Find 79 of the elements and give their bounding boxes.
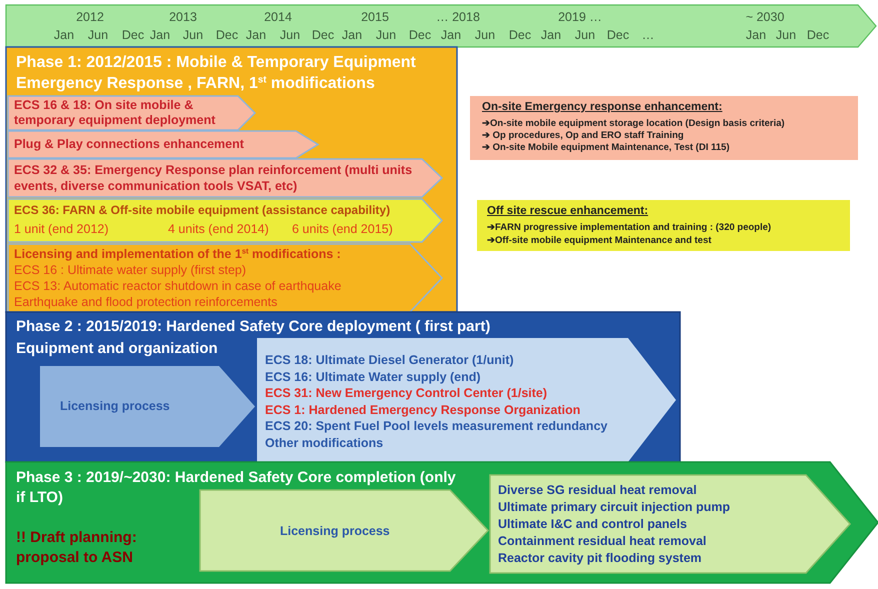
- phase-title: Phase 2 : 2015/2019: Hardened Safety Core deployment ( first part): [16, 317, 492, 337]
- item-text: Containment residual heat removal: [498, 533, 706, 549]
- item-text: ECS 32 & 35: Emergency Response plan reinforcement (multi units events, diverse communication tools VSAT, etc): [14, 162, 414, 194]
- note-text: ➔ Op procedures, Op and ERO staff Training: [482, 130, 684, 142]
- item-text: Ultimate I&C and control panels: [498, 516, 687, 532]
- note-box: [470, 96, 858, 160]
- phase-panel: [6, 462, 878, 583]
- month-label: Jun: [280, 28, 300, 42]
- phase-panel: [6, 312, 680, 462]
- chevron-box: [8, 244, 442, 312]
- item-text: ECS 18: Ultimate Diesel Generator (1/unit): [265, 352, 514, 368]
- chevron-box: [8, 131, 318, 158]
- month-label: Jun: [376, 28, 396, 42]
- month-label: Jun: [182, 28, 204, 42]
- note-text: ➔On-site mobile equipment storage location (Design basis criteria): [482, 118, 785, 130]
- chevron-box: [8, 199, 442, 242]
- month-label: Jun: [88, 28, 108, 42]
- item-text: Diverse SG residual heat removal: [498, 482, 697, 498]
- phase-title: Phase 3 : 2019/~2030: Hardened Safety Core completion (only if LTO): [16, 468, 456, 508]
- month-label: Jan: [746, 28, 766, 42]
- month-label: Jun: [776, 28, 796, 42]
- phase-title: Phase 1: 2012/2015 : Mobile & Temporary Equipment Emergency Response , FARN, 1$^{st}$ modifications: [16, 53, 417, 94]
- item-text: ECS 13: Automatic reactor shutdown in case of earthquake: [14, 278, 342, 294]
- year-label: … 2018: [436, 10, 480, 24]
- month-label: Jun: [474, 28, 496, 42]
- month-label: Dec: [122, 28, 144, 42]
- year-label: 2012: [76, 10, 104, 24]
- month-label: …: [642, 28, 654, 42]
- note-text: ➔FARN progressive implementation and training : (320 people): [487, 222, 772, 234]
- chevron-box: [257, 338, 676, 462]
- month-label: Dec: [606, 28, 630, 42]
- phase-title: Equipment and organization: [16, 339, 218, 359]
- month-label: Dec: [508, 28, 532, 42]
- year-label: ~ 2030: [746, 10, 784, 24]
- note-box: [477, 200, 850, 251]
- year-label: 2014: [264, 10, 292, 24]
- item-text: Reactor cavity pit flooding system: [498, 550, 702, 566]
- month-label: Jan: [342, 28, 362, 42]
- month-label: Jan: [440, 28, 462, 42]
- month-label: Jun: [574, 28, 596, 42]
- item-text: Licensing process: [280, 523, 390, 539]
- item-text: 1 unit (end 2012): [14, 221, 109, 237]
- item-text: ECS 1: Hardened Emergency Response Organization: [265, 402, 580, 418]
- month-label: Jan: [150, 28, 170, 42]
- note-text: ➔Off-site mobile equipment Maintenance and test: [487, 235, 712, 247]
- item-text: 4 units (end 2014): [168, 221, 269, 237]
- year-label: 2013: [169, 10, 197, 24]
- item-text: Earthquake and flood protection reinforcements: [14, 294, 278, 310]
- item-text: ECS 16 & 18: On site mobile & temporary equipment deployment: [14, 98, 216, 128]
- month-label: Jan: [246, 28, 266, 42]
- month-label: Dec: [806, 28, 830, 42]
- month-label: Jan: [54, 28, 74, 42]
- year-label: 2019 …: [558, 10, 602, 24]
- item-text: ECS 16 : Ultimate water supply (first step): [14, 262, 246, 278]
- note-heading: Off site rescue enhancement:: [487, 204, 648, 219]
- warning-text: !! Draft planning: proposal to ASN: [16, 528, 138, 568]
- month-label: Dec: [216, 28, 238, 42]
- chevron-box: [490, 475, 850, 573]
- note-heading: On-site Emergency response enhancement:: [482, 100, 722, 115]
- item-text: Licensing process: [60, 398, 170, 414]
- item-text: ECS 16: Ultimate Water supply (end): [265, 368, 481, 384]
- item-text: Ultimate primary circuit injection pump: [498, 499, 730, 515]
- item-text: 6 units (end 2015): [292, 221, 393, 237]
- year-label: 2015: [361, 10, 389, 24]
- month-label: Jan: [540, 28, 562, 42]
- chevron-box: [40, 366, 255, 447]
- item-text: ECS 36: FARN & Off-site mobile equipment (assistance capability): [14, 202, 392, 218]
- month-label: Dec: [312, 28, 334, 42]
- chevron-box: [8, 159, 442, 197]
- item-text: Other modifications: [265, 434, 384, 450]
- note-text: ➔ On-site Mobile equipment Maintenance, Test (DI 115): [482, 142, 730, 154]
- phase-panel: [6, 47, 457, 312]
- chevron-box: [8, 96, 255, 130]
- item-text: Plug & Play connections enhancement: [14, 136, 245, 152]
- chevron-box: [200, 490, 488, 571]
- item-text: Licensing and implementation of the 1$^{st}$ modifications :: [14, 246, 341, 262]
- item-text: ECS 20: Spent Fuel Pool levels measurement redundancy: [265, 418, 608, 434]
- item-text: ECS 31: New Emergency Control Center (1/site): [265, 385, 548, 401]
- month-label: Dec: [408, 28, 432, 42]
